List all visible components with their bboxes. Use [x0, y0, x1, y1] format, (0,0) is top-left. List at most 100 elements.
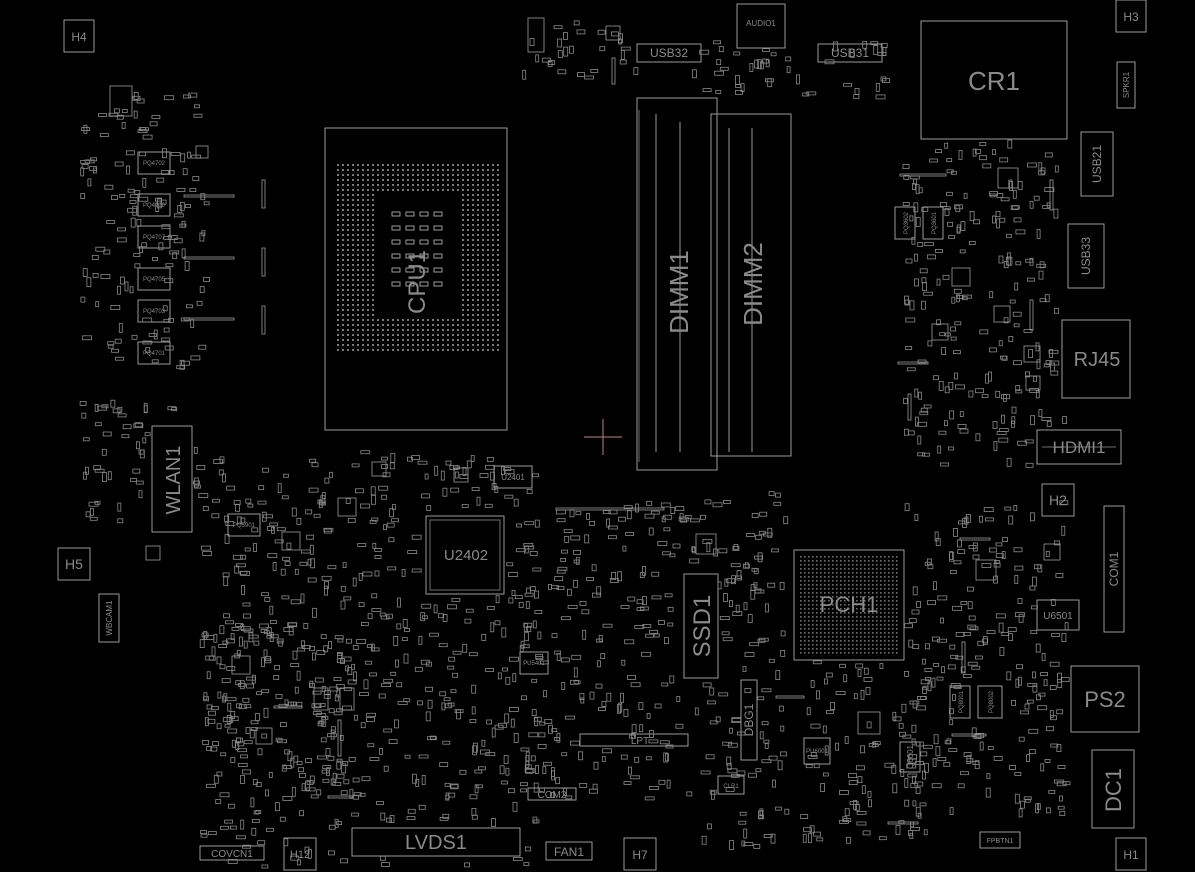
fpbtn1-connector[interactable]: FPBTN1: [979, 831, 1021, 849]
lvds-label: LVDS1: [405, 832, 467, 854]
svg-text:CLR1: CLR1: [723, 784, 739, 790]
lpt-label: LPT: [631, 736, 649, 747]
dimm1-slot[interactable]: DIMM1: [636, 97, 718, 471]
ps2-connector[interactable]: PS2: [1070, 665, 1140, 733]
cpu-pin-grid: [337, 164, 499, 351]
fpbtn1-label: FPBTN1: [987, 838, 1014, 845]
usb32-connector[interactable]: USB32: [636, 43, 702, 63]
svg-text:PQ4703: PQ4703: [143, 309, 166, 315]
svg-text:H4: H4: [71, 30, 87, 44]
pq3601[interactable]: PQ3601: [922, 206, 944, 240]
svg-text:H3: H3: [1123, 10, 1139, 24]
hdmi-label: HDMI1: [1053, 438, 1106, 457]
pq3602[interactable]: PQ3602: [894, 206, 916, 240]
ssd-connector[interactable]: SSD1: [683, 573, 719, 679]
pq4703[interactable]: PQ4703: [137, 299, 171, 323]
com1-connector[interactable]: COM1: [1103, 505, 1125, 633]
rj45-connector[interactable]: RJ45: [1061, 319, 1131, 399]
pq4707[interactable]: PQ4707: [137, 225, 171, 249]
cr1-label: CR1: [968, 66, 1020, 96]
usb32-label: USB32: [650, 46, 688, 60]
ps2-label: PS2: [1084, 687, 1126, 712]
svg-text:PQ4702: PQ4702: [143, 161, 166, 167]
pq4710[interactable]: PQ4710: [137, 193, 171, 217]
spkr1-connector[interactable]: SPKR1: [1116, 61, 1136, 109]
smd-parts: [79, 17, 1071, 869]
dbg1-label: DBG1: [742, 703, 756, 736]
svg-text:PQ4705: PQ4705: [143, 277, 166, 283]
lvds-connector[interactable]: LVDS1: [351, 827, 521, 857]
wbcam1-connector[interactable]: WBCAM1: [98, 593, 120, 643]
dc1-label: DC1: [1101, 768, 1126, 812]
fan1-connector[interactable]: FAN1: [545, 841, 593, 861]
hdmi-connector[interactable]: HDMI1: [1036, 429, 1122, 465]
dimm2-label: DIMM2: [738, 242, 768, 326]
pu5401[interactable]: PU5401: [519, 651, 549, 675]
svg-text:Q6601: Q6601: [906, 744, 915, 769]
wbcam1-label: WBCAM1: [105, 600, 114, 636]
svg-text:PQ8001: PQ8001: [959, 690, 965, 713]
crosshair-marker: [584, 419, 622, 455]
ssd-label: SSD1: [689, 595, 716, 658]
svg-text:PU5401: PU5401: [523, 661, 545, 667]
dimm1-label: DIMM1: [664, 250, 694, 334]
svg-text:PQ5901: PQ5901: [233, 523, 256, 529]
usb33-label: USB33: [1079, 237, 1093, 275]
mounting-hole-h2: H2: [1041, 483, 1075, 517]
pq8002[interactable]: PQ8002: [977, 685, 1003, 719]
mounting-hole-h4: H4: [63, 19, 95, 53]
lpt-connector[interactable]: LPT: [579, 733, 689, 747]
svg-text:H12: H12: [290, 849, 310, 861]
com2-label: COM2: [538, 790, 567, 801]
u2401-chip[interactable]: U2401: [493, 465, 533, 489]
u2402-label: U2402: [444, 547, 488, 564]
mounting-hole-h7: H7: [623, 837, 657, 871]
usb33-connector[interactable]: USB33: [1067, 223, 1105, 289]
fan1-label: FAN1: [554, 845, 584, 859]
pch-label: PCH1: [820, 592, 879, 617]
pq4702[interactable]: PQ4702: [137, 151, 171, 175]
cr1-component[interactable]: CR1: [920, 20, 1068, 140]
com1-label: COM1: [1107, 551, 1121, 586]
svg-text:PQ8002: PQ8002: [989, 690, 995, 713]
u2402-chip[interactable]: U2402: [425, 515, 505, 595]
dc1-connector[interactable]: DC1: [1091, 749, 1135, 829]
cpu-center-pads: [391, 211, 443, 287]
mounting-hole-h1: H1: [1115, 837, 1147, 871]
svg-text:H7: H7: [632, 848, 648, 862]
svg-text:H1: H1: [1123, 848, 1139, 862]
wlan-connector[interactable]: WLAN1: [151, 425, 193, 533]
cpu-label: CPU1: [404, 250, 431, 314]
svg-text:PQ4710: PQ4710: [143, 203, 166, 209]
rj45-label: RJ45: [1074, 349, 1121, 371]
audio1-label: AUDIO1: [746, 19, 776, 28]
spkr1-label: SPKR1: [1122, 71, 1131, 98]
dimm2-slot[interactable]: DIMM2: [710, 113, 792, 457]
usb21-connector[interactable]: USB21: [1080, 131, 1114, 197]
cpu-socket[interactable]: CPU1: [324, 127, 508, 431]
svg-text:PQ4707: PQ4707: [143, 235, 166, 241]
u6501-label: U6501: [1043, 611, 1073, 622]
audio1-connector[interactable]: AUDIO1: [736, 3, 786, 49]
pq5901[interactable]: PQ5901: [227, 513, 261, 537]
com2-connector[interactable]: COM2: [527, 787, 577, 801]
covcn1-connector[interactable]: COVCN1: [199, 845, 265, 861]
usb21-label: USB21: [1090, 145, 1104, 183]
wlan-label: WLAN1: [163, 446, 185, 515]
u6501-chip[interactable]: U6501: [1036, 599, 1080, 631]
pch-chip[interactable]: PCH1: [793, 549, 905, 661]
q6601[interactable]: Q6601: [899, 741, 921, 773]
pq4701[interactable]: PQ4701: [137, 341, 171, 365]
svg-text:H5: H5: [65, 556, 83, 572]
mounting-hole-h3: H3: [1115, 0, 1147, 33]
svg-text:PQ3602: PQ3602: [904, 211, 910, 234]
svg-text:PQ3601: PQ3601: [932, 211, 938, 234]
covcn1-label: COVCN1: [211, 849, 253, 860]
svg-text:PU6001: PU6001: [806, 749, 828, 755]
pch-ball-grid: [800, 556, 898, 654]
svg-text:PQ4701: PQ4701: [143, 351, 166, 357]
svg-text:H2: H2: [1049, 492, 1067, 508]
u2401-label: U2401: [501, 473, 525, 482]
